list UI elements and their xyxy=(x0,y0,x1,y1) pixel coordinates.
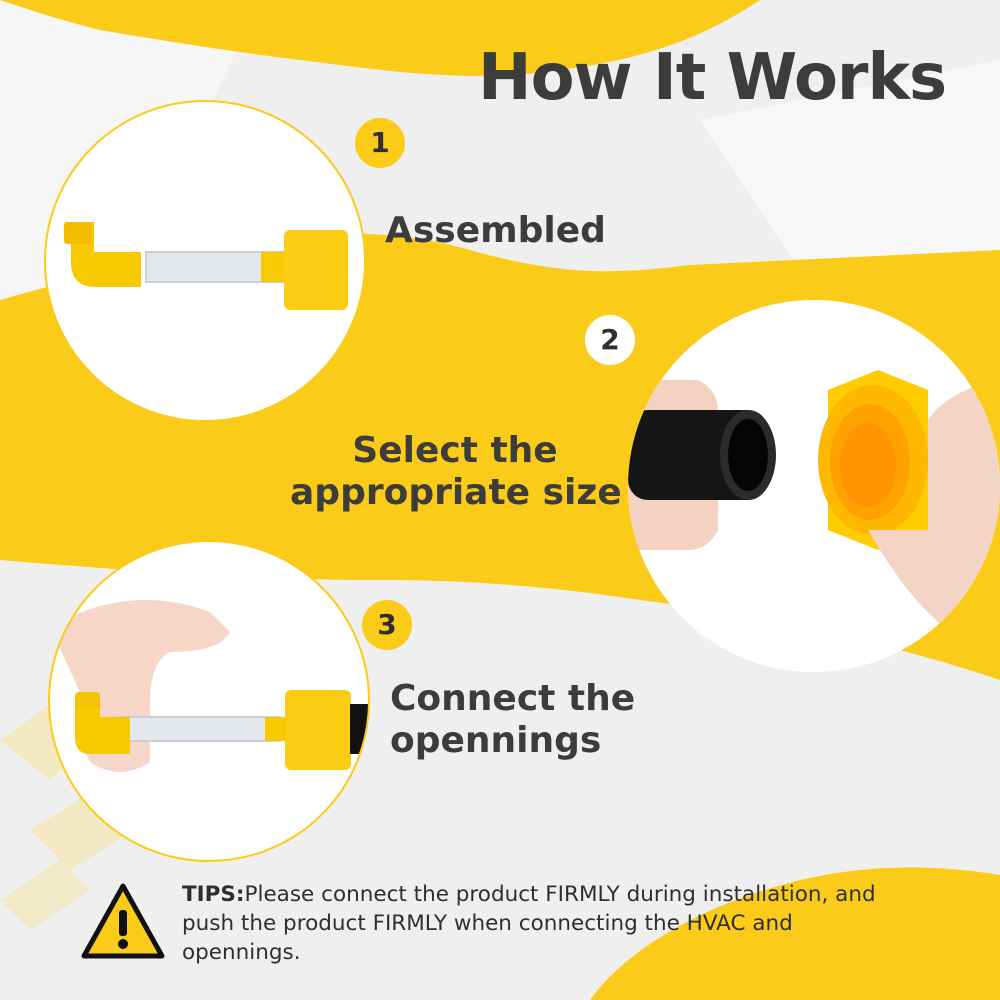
step-1-photo xyxy=(44,100,366,422)
step-1-label: Assembled xyxy=(385,210,606,252)
step-2-label-line-1: Select the xyxy=(352,430,558,471)
size-selection-image xyxy=(628,300,1000,672)
step-3-label-line-2: opennings xyxy=(390,720,602,761)
step-3-photo xyxy=(48,540,370,862)
step-1-label-line-1: Assembled xyxy=(385,210,606,251)
tips-body: Please connect the product FIRMLY during… xyxy=(182,882,876,965)
step-2-number: 2 xyxy=(585,315,635,365)
page-title: How It Works xyxy=(478,41,947,115)
step-1-number: 1 xyxy=(355,118,405,168)
step-2-label-line-2: appropriate size xyxy=(290,472,622,513)
step-3-label: Connect the opennings xyxy=(390,678,635,762)
step-2-photo xyxy=(628,300,1000,672)
step-3-label-line-1: Connect the xyxy=(390,678,636,719)
warning-icon xyxy=(81,883,165,959)
connected-product-image xyxy=(50,600,368,772)
tips-text: TIPS:Please connect the product FIRMLY d… xyxy=(182,880,902,967)
assembled-product-image xyxy=(64,222,348,310)
step-3-number: 3 xyxy=(362,600,412,650)
step-2-label: Select the appropriate size xyxy=(290,430,622,514)
tips-label: TIPS: xyxy=(182,882,245,907)
